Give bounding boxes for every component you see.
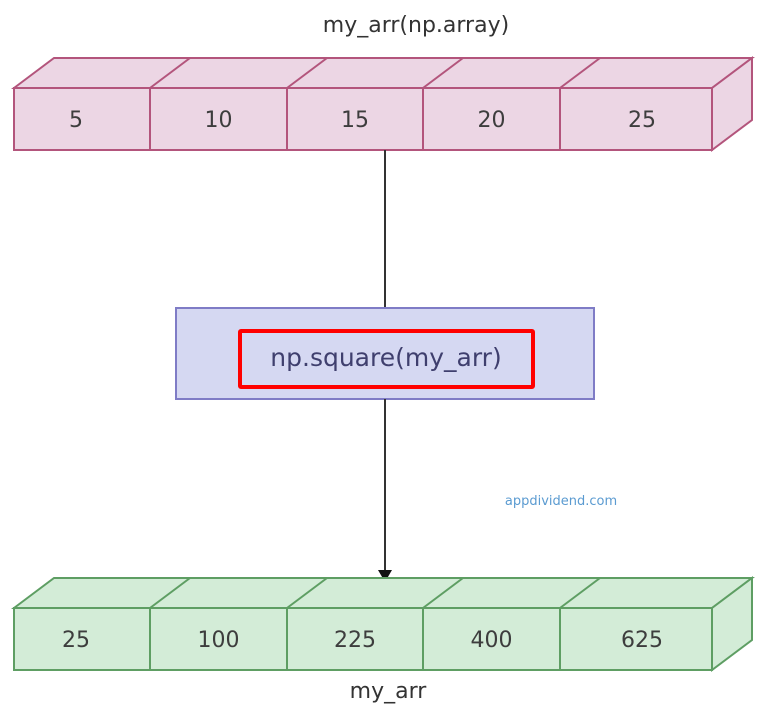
array-cell-value: 400	[471, 628, 513, 653]
array-cell	[13, 607, 151, 671]
array-cell	[149, 607, 288, 671]
array-top-divider	[149, 57, 191, 89]
array-cell	[149, 87, 288, 151]
watermark: appdividend.com	[505, 494, 617, 509]
array-cell	[559, 87, 713, 151]
array-top-divider	[559, 57, 601, 89]
array-cell-value: 15	[341, 108, 369, 133]
array-top-divider	[559, 577, 601, 609]
operation-label: np.square(my_arr)	[270, 343, 501, 372]
top-array-title: my_arr(np.array)	[323, 13, 509, 38]
array-cell-value: 25	[628, 108, 656, 133]
array-top-face	[11, 577, 755, 609]
array-top-divider	[422, 577, 464, 609]
array-cell-value: 625	[621, 628, 663, 653]
bottom-array: 25 100 225 400 625	[11, 576, 755, 672]
top-array: 5 10 15 20 25	[11, 56, 755, 152]
array-top-divider	[286, 577, 328, 609]
array-cell-value: 25	[62, 628, 90, 653]
array-cell	[286, 87, 424, 151]
array-cell-value: 225	[334, 628, 376, 653]
array-cell-value: 100	[198, 628, 240, 653]
arrow-head-icon	[378, 570, 392, 582]
array-top-divider	[422, 57, 464, 89]
bottom-array-title: my_arr	[350, 679, 428, 704]
array-cell-value: 20	[478, 108, 506, 133]
array-cell-value: 5	[69, 108, 83, 133]
array-cell	[559, 607, 713, 671]
array-top-divider	[149, 577, 191, 609]
array-cell-value: 10	[205, 108, 233, 133]
array-top-divider	[286, 57, 328, 89]
array-top-face	[11, 57, 755, 89]
highlight-box	[238, 329, 535, 389]
array-cell	[286, 607, 424, 671]
